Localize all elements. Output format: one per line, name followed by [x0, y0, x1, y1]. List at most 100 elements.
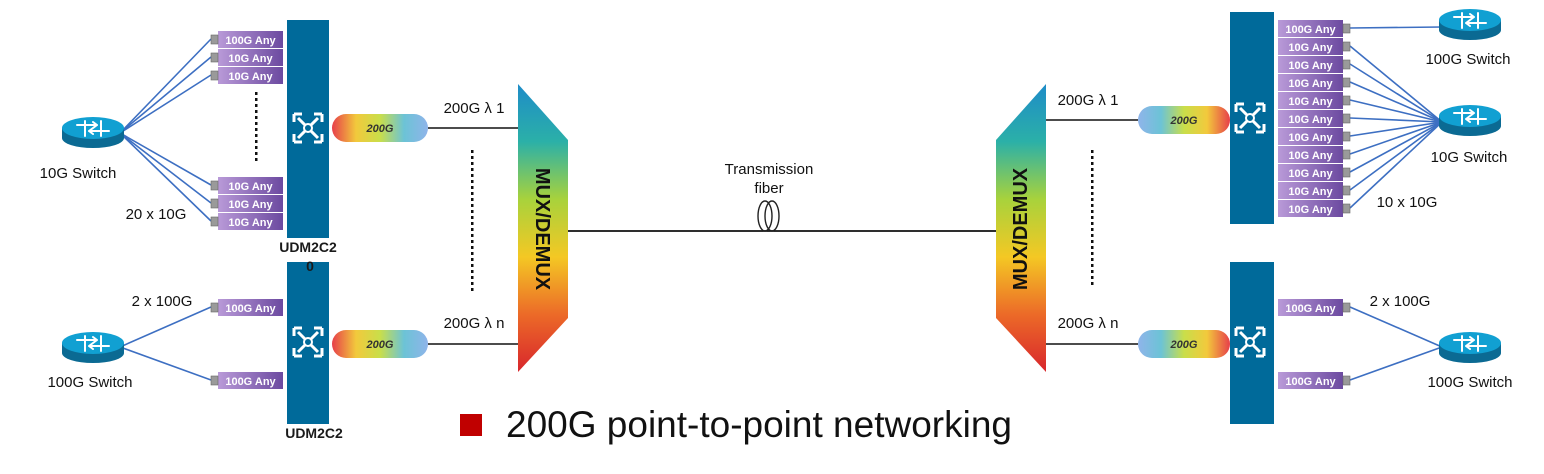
left-top-board-suffix: 0 [306, 258, 314, 274]
port-body [218, 67, 283, 84]
dot [255, 104, 258, 107]
port-connector [210, 302, 219, 313]
port-connector [1342, 95, 1351, 106]
module-body [1138, 106, 1230, 134]
optical-module: 200G [332, 114, 428, 142]
dot [1091, 252, 1094, 255]
right-top-10g-switch-name: 10G Switch [1431, 149, 1508, 166]
dot [471, 174, 474, 177]
right-mux-label: MUX/DEMUX [1010, 167, 1032, 290]
port-label: 100G Any [1278, 372, 1351, 389]
left-top-link [119, 132, 212, 204]
dot [255, 146, 258, 149]
right-top-count: 10 x 10G [1377, 194, 1438, 211]
optical-module: 200G [332, 330, 428, 358]
fiber-coil-icon [757, 200, 780, 232]
ellipsis-dots [255, 92, 258, 161]
port-text: 10G Any [228, 217, 273, 229]
port-text: 10G Any [228, 71, 273, 83]
dot [471, 228, 474, 231]
right-top-link [1349, 121, 1443, 209]
port-connector [1342, 59, 1351, 70]
port-body [1278, 200, 1343, 217]
right-top-link [1349, 121, 1443, 173]
port-label: 10G Any [210, 195, 283, 212]
left-top-count: 20 x 10G [126, 206, 187, 223]
dot [1091, 282, 1094, 285]
port-body [218, 372, 283, 389]
right-top-link [1349, 45, 1443, 123]
right-bottom-link [1349, 346, 1443, 381]
port-connector [210, 216, 219, 227]
coil-ring [764, 200, 780, 232]
left-mux-label: MUX/DEMUX [531, 168, 553, 291]
port-label: 10G Any [1278, 164, 1351, 181]
port-body [218, 195, 283, 212]
fiber-label-line1: Transmission [725, 161, 814, 178]
right-bottom-link [1349, 306, 1443, 348]
port-label: 100G Any [210, 31, 283, 48]
port-body [1278, 110, 1343, 127]
left-bottom-board-name: UDM2C2 [285, 425, 343, 441]
left-top-link [119, 132, 212, 186]
link-lines [119, 26, 1443, 381]
port-label: 10G Any [1278, 74, 1351, 91]
fiber-label-line2: fiber [754, 180, 783, 197]
port-body [1278, 92, 1343, 109]
left-lambda-1: 200G λ 1 [444, 100, 505, 117]
port-label: 100G Any [1278, 20, 1351, 37]
port-text: 10G Any [1288, 150, 1333, 162]
port-body [1278, 182, 1343, 199]
port-connector [1342, 375, 1351, 386]
port-text: 100G Any [1285, 376, 1336, 388]
port-text: 100G Any [1285, 24, 1336, 36]
dot [255, 134, 258, 137]
port-label: 100G Any [210, 299, 283, 316]
caption-text: 200G point-to-point networking [506, 404, 1012, 445]
port-label: 10G Any [1278, 56, 1351, 73]
port-body [1278, 38, 1343, 55]
port-connector [210, 34, 219, 45]
dot [471, 222, 474, 225]
right-bottom-count: 2 x 100G [1370, 293, 1431, 310]
dot [1091, 222, 1094, 225]
router-switch-icon [1438, 8, 1502, 41]
left-bottom-link [119, 306, 212, 348]
port-text: 10G Any [228, 199, 273, 211]
right-top-link [1349, 63, 1443, 123]
port-text: 10G Any [1288, 42, 1333, 54]
right-top-link [1349, 99, 1443, 123]
dot [1091, 204, 1094, 207]
dot [1091, 150, 1094, 153]
dot [471, 258, 474, 261]
dot [1091, 180, 1094, 183]
right-top-100g-switch-name: 100G Switch [1425, 51, 1510, 68]
port-connector [1342, 131, 1351, 142]
left-top-link [119, 56, 212, 134]
dot [471, 168, 474, 171]
port-text: 100G Any [225, 303, 276, 315]
port-label: 10G Any [210, 67, 283, 84]
dot [1091, 270, 1094, 273]
module-text: 200G [1170, 339, 1198, 351]
port-text: 10G Any [1288, 204, 1333, 216]
dot [471, 186, 474, 189]
dot [1091, 258, 1094, 261]
port-text: 100G Any [225, 35, 276, 47]
optical-module: 200G [1138, 330, 1230, 358]
dot [1091, 156, 1094, 159]
port-connector [1342, 302, 1351, 313]
port-body [1278, 146, 1343, 163]
fiber-lines [428, 119, 1138, 345]
port-connector [1342, 77, 1351, 88]
dot [471, 234, 474, 237]
dot [471, 252, 474, 255]
port-label: 10G Any [1278, 92, 1351, 109]
dot [1091, 174, 1094, 177]
right-top-link [1349, 121, 1443, 137]
module-body [332, 330, 428, 358]
dot [1091, 216, 1094, 219]
caption: 200G point-to-point networking [460, 400, 1012, 450]
dot [471, 192, 474, 195]
port-text: 100G Any [1285, 303, 1336, 315]
